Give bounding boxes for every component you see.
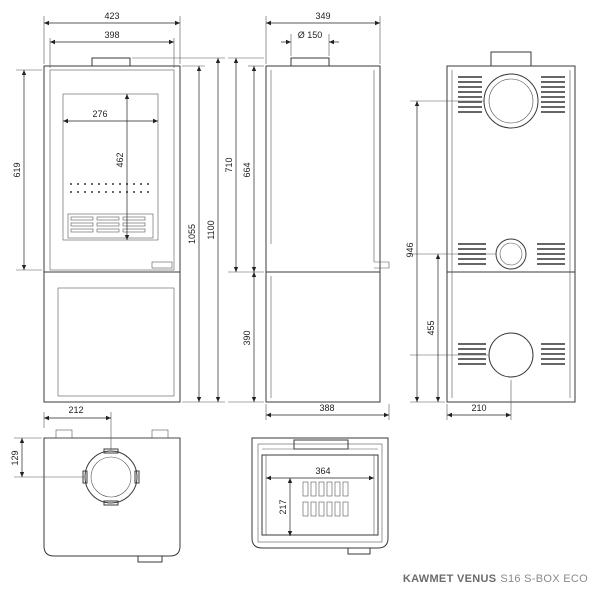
dim-front-width-inner: 398 <box>104 30 119 40</box>
front-air-holes <box>70 183 149 193</box>
dim-top-offset: 212 <box>68 405 83 415</box>
top-view <box>14 412 181 563</box>
title-brand: KAWMET VENUS <box>403 573 496 585</box>
dim-total-height-1055: 1055 <box>187 224 197 244</box>
rear-vent-top <box>458 76 565 113</box>
dim-glass-height: 462 <box>115 152 125 167</box>
front-view <box>16 16 225 403</box>
section-grate-slots <box>302 481 349 517</box>
dim-firebox-width: 364 <box>315 466 330 476</box>
side-view <box>228 16 390 420</box>
dim-glass-width: 276 <box>92 109 107 119</box>
section-view <box>251 437 389 555</box>
drawing-title: KAWMET VENUS S16 S-BOX ECO <box>403 573 588 585</box>
dim-top-depth: 129 <box>10 450 20 465</box>
dim-total-height-1100: 1100 <box>206 220 216 239</box>
dim-firebox-depth: 217 <box>278 499 288 514</box>
dim-side-height-664: 664 <box>242 162 252 177</box>
rear-view <box>410 51 576 420</box>
dim-door-height: 619 <box>12 162 22 177</box>
dim-side-base-depth: 388 <box>319 403 334 413</box>
dim-side-height-710: 710 <box>224 157 234 172</box>
dim-base-height: 390 <box>242 330 252 345</box>
dim-front-width-outer: 423 <box>104 11 119 21</box>
front-grate <box>67 213 154 239</box>
dim-rear-height-455: 455 <box>426 320 436 335</box>
rear-vent-bottom <box>458 343 565 365</box>
dim-rear-offset: 210 <box>471 403 486 413</box>
title-model: S16 S-BOX ECO <box>500 573 588 585</box>
dim-side-depth: 349 <box>315 11 330 21</box>
dim-rear-height-946: 946 <box>405 242 415 257</box>
dim-flue-diameter: Ø 150 <box>298 30 323 40</box>
